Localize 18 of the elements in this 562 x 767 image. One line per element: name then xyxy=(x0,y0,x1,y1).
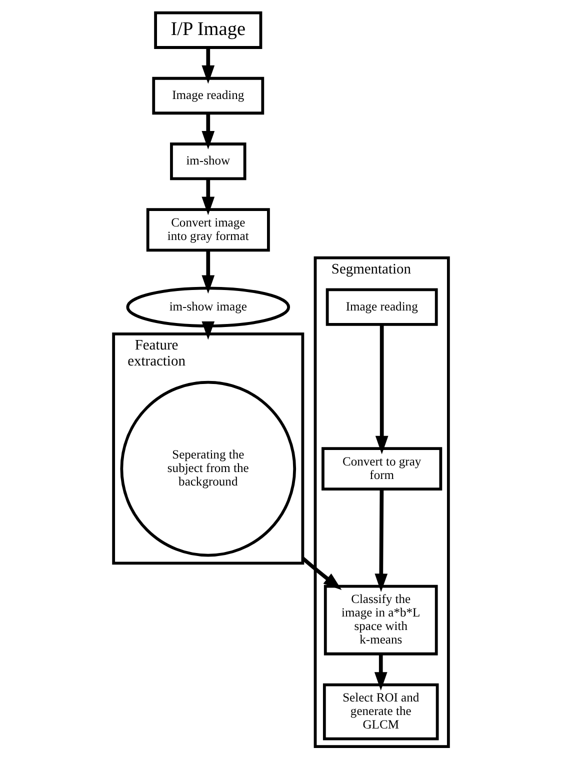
node-box: Convert to gray form xyxy=(322,447,442,491)
arrow xyxy=(374,489,388,592)
node-box: Select ROI and generate the GLCM xyxy=(322,683,439,740)
node-box: im-show xyxy=(170,142,246,180)
arrow xyxy=(375,324,388,454)
node-box: Image reading xyxy=(326,288,438,326)
node-box: Convert image into gray format xyxy=(146,208,270,252)
arrow xyxy=(301,556,342,590)
arrow xyxy=(202,48,215,84)
node-box: Classify the image in a*b*L space with k-means xyxy=(324,584,438,656)
node-box: I/P Image xyxy=(154,11,262,49)
arrow xyxy=(374,654,388,690)
arrow xyxy=(202,321,215,340)
node-box: Image reading xyxy=(152,76,264,115)
arrow xyxy=(202,178,215,216)
node-circle: Seperating the subject from the background xyxy=(120,380,296,557)
arrow xyxy=(202,250,215,294)
arrow xyxy=(202,113,215,150)
